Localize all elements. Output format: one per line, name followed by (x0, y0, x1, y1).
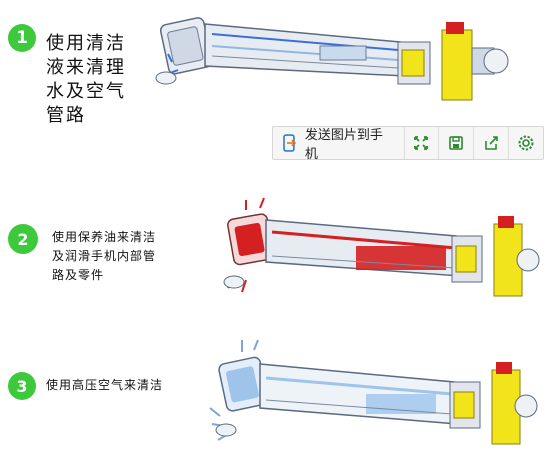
fullscreen-button[interactable] (405, 127, 440, 159)
handpiece-diagram-2 (223, 197, 540, 297)
image-toolbar: 发送图片到手机 (272, 126, 544, 162)
step-2-text: 使用保养油来清洁 及润滑手机内部管 路及零件 (52, 230, 157, 282)
step-3-badge: 3 (8, 372, 36, 400)
handpiece-diagram-3 (209, 339, 538, 445)
save-button[interactable] (439, 127, 475, 159)
step-3-number: 3 (16, 376, 28, 396)
fullscreen-icon (414, 136, 429, 150)
step-1-text: 使用清洁 液来清理 水及空气 管路 (46, 33, 126, 126)
step-2-badge: 2 (8, 224, 38, 254)
handpiece-diagram-1 (155, 17, 509, 101)
save-icon (449, 136, 464, 150)
settings-icon (518, 135, 534, 151)
share-button[interactable] (474, 127, 510, 159)
step-2-number: 2 (17, 229, 29, 249)
send-to-phone-label: 发送图片到手机 (304, 128, 383, 162)
share-icon (485, 136, 498, 150)
step-1-badge: 1 (8, 24, 36, 52)
step-3-text: 使用高压空气来清洁 (46, 378, 164, 392)
send-to-phone-button[interactable]: 发送图片到手机 (273, 127, 405, 162)
phone-send-icon (283, 134, 297, 152)
settings-button[interactable] (509, 127, 543, 159)
step-1-number: 1 (16, 28, 28, 48)
